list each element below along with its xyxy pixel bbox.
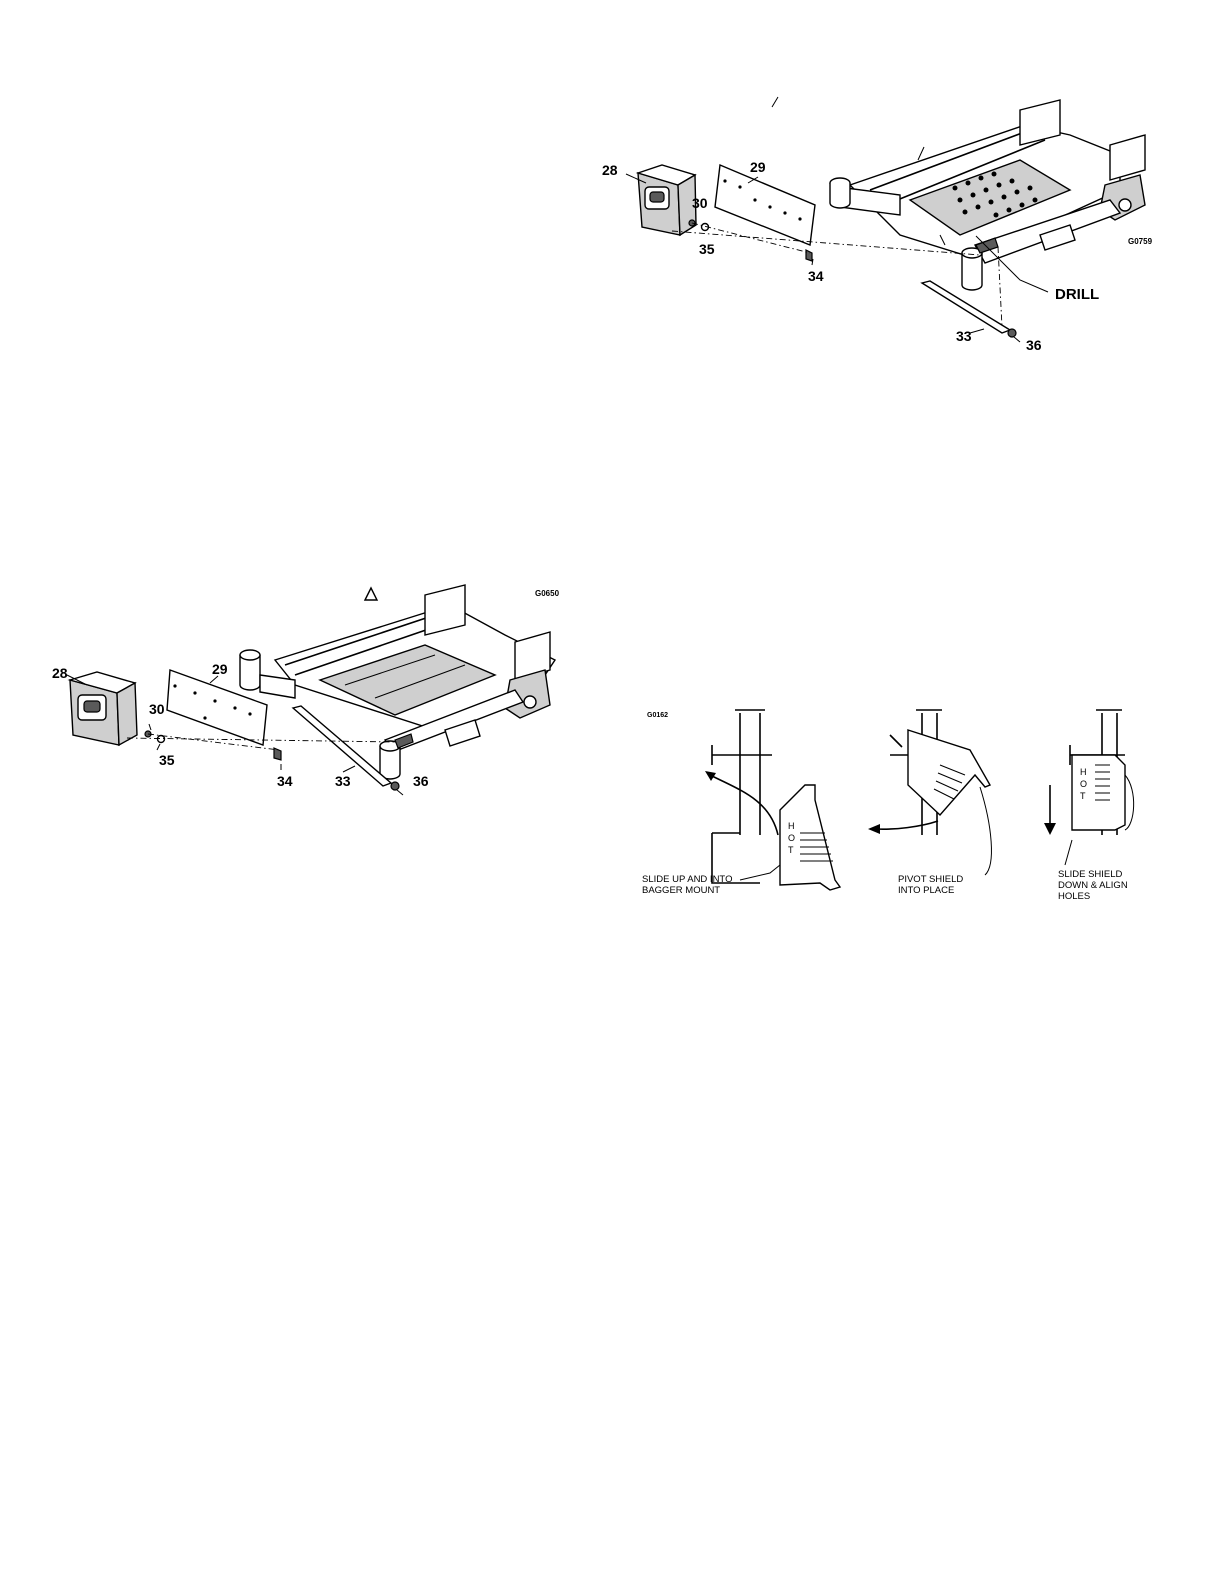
callout-34: 34 <box>277 773 293 789</box>
callout-28: 28 <box>52 665 68 681</box>
callout-28: 28 <box>602 162 618 178</box>
callout-35: 35 <box>699 241 715 257</box>
step-3-caption-line2: DOWN & ALIGN <box>1058 880 1128 891</box>
figure-id-g0650: G0650 <box>535 589 560 598</box>
part-29-plate <box>715 165 815 245</box>
step-3-slide-down: H O T <box>1044 710 1134 865</box>
shield-letter-h: H <box>788 821 795 831</box>
part-34-bolt <box>806 250 812 261</box>
callout-36: 36 <box>413 773 429 789</box>
exploded-view-g0759: 28 29 30 35 34 33 36 DRILL G0759 <box>600 95 1160 365</box>
step-1-slide-up: H O T <box>705 710 840 890</box>
mount-frame-g0759 <box>772 97 1145 290</box>
callout-29: 29 <box>750 159 766 175</box>
shield-install-steps: G0162 H O T SLIDE UP AND INTO BAGGER MOU… <box>640 705 1160 915</box>
callout-30: 30 <box>149 701 165 717</box>
part-36-nut <box>1008 329 1016 337</box>
figure-g0162: G0162 H O T SLIDE UP AND INTO BAGGER MOU… <box>640 705 1160 915</box>
drill-note: DRILL <box>1055 286 1099 303</box>
exploded-view-g0650: 28 29 30 35 34 33 36 G0650 <box>45 580 605 800</box>
arrow-up-icon <box>705 771 716 781</box>
callout-35: 35 <box>159 752 175 768</box>
callout-30: 30 <box>692 195 708 211</box>
part-28-bin <box>638 165 696 235</box>
shield-letter-t: T <box>788 845 794 855</box>
callout-29: 29 <box>212 661 228 677</box>
part-36-nut <box>391 782 399 790</box>
shield-letter-t-step3: T <box>1080 791 1086 801</box>
step-3-caption-line1: SLIDE SHIELD <box>1058 869 1123 880</box>
shield-letter-o-step3: O <box>1080 779 1087 789</box>
mount-frame-g0650 <box>240 585 555 779</box>
part-35-spacer <box>158 736 165 743</box>
part-28-bin <box>70 672 137 745</box>
step-3-caption-line3: HOLES <box>1058 891 1090 902</box>
arrow-left-icon <box>868 824 880 834</box>
callout-36: 36 <box>1026 337 1042 353</box>
callout-34: 34 <box>808 268 824 284</box>
shield-letter-h-step3: H <box>1080 767 1087 777</box>
figure-g0650: 28 29 30 35 34 33 36 G0650 <box>45 580 605 800</box>
callout-33: 33 <box>956 328 972 344</box>
figure-id-g0162: G0162 <box>647 712 668 719</box>
part-34-bolt <box>274 748 281 760</box>
callout-33: 33 <box>335 773 351 789</box>
step-2-pivot <box>868 710 991 875</box>
step-2-caption-line1: PIVOT SHIELD <box>898 874 963 885</box>
step-1-caption-line1: SLIDE UP AND INTO <box>642 874 732 885</box>
figure-id-g0759: G0759 <box>1128 237 1153 246</box>
figure-g0759: 28 29 30 35 34 33 36 DRILL G0759 <box>600 95 1160 365</box>
step-1-caption-line2: BAGGER MOUNT <box>642 885 720 896</box>
shield-letter-o: O <box>788 833 795 843</box>
step-2-caption-line2: INTO PLACE <box>898 885 954 896</box>
arrow-down-icon <box>1044 823 1056 835</box>
